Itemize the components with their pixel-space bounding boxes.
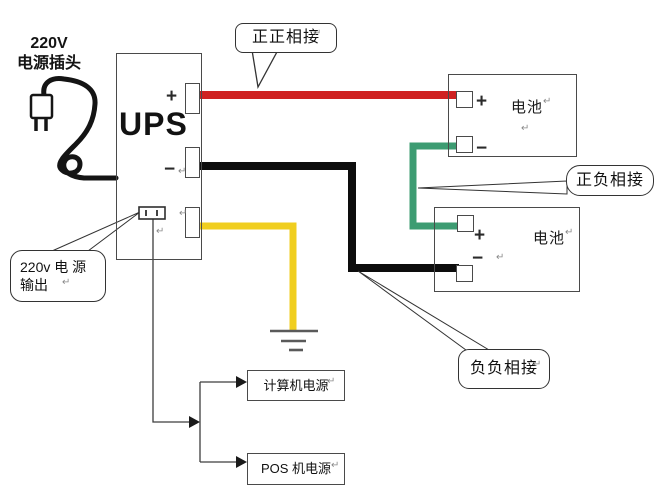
black-negative-wire (199, 162, 459, 272)
battery2-plus-sign: + (474, 225, 486, 246)
plug-title-line2: 电源插头 (16, 55, 81, 72)
ups-label: UPS (119, 106, 188, 142)
return-mark: ↵ (327, 376, 336, 387)
callout-pos-neg-text: 正负相接 (575, 172, 644, 189)
pos-machine-power-box: POS 机电源 (247, 453, 345, 485)
battery1-box (448, 74, 577, 157)
return-mark: ↵ (565, 227, 574, 238)
return-mark: ↵ (179, 208, 188, 219)
callout-pos-neg: 正负相接 (566, 165, 654, 196)
return-mark: ↵ (313, 28, 322, 39)
battery2-box (434, 207, 580, 292)
callout-pos-pos: 正正相接 (235, 23, 337, 53)
return-mark: ↵ (521, 123, 530, 134)
pos-pos-callout-tail (251, 49, 280, 89)
return-mark: ↵ (533, 359, 542, 370)
return-mark: ↵ (62, 277, 71, 288)
ups-terminal-negative (185, 147, 200, 178)
computer-power-label: 计算机电源 (263, 378, 329, 393)
callout-output: 220v 电 源 输出 (10, 250, 106, 302)
ups-terminal-ground (185, 207, 200, 238)
return-mark: ↵ (331, 460, 340, 471)
return-mark: ↵ (496, 252, 505, 263)
callout-pos-pos-text: 正正相接 (251, 29, 320, 46)
callout-output-line2: 输出 (20, 277, 48, 293)
battery2-terminal-negative (456, 265, 473, 282)
battery2-minus-sign: − (472, 248, 484, 269)
battery2-terminal-positive (457, 215, 474, 232)
ups-terminal-positive (185, 83, 200, 114)
ground-symbol (270, 329, 318, 352)
green-series-wire (409, 142, 460, 230)
pos-neg-callout-tail (417, 180, 568, 195)
plug-title-line1: 220V (30, 35, 68, 52)
yellow-ground-wire (199, 222, 297, 331)
computer-power-box: 计算机电源 (247, 370, 345, 401)
ups-minus-sign: − (164, 159, 176, 180)
battery2-label: 电池 (533, 230, 566, 247)
pos-arrowhead (236, 456, 247, 468)
branch-arrowhead-middle (189, 416, 200, 428)
computer-arrowhead (236, 376, 247, 388)
battery1-plus-sign: + (476, 91, 488, 112)
plug-icon (29, 93, 54, 120)
ups-plus-sign: + (166, 86, 178, 107)
callout-output-line1: 220v 电 源 (20, 259, 87, 275)
callout-neg-neg-text: 负负相接 (469, 360, 538, 377)
return-mark: ↵ (156, 226, 165, 237)
power-cord-wire (41, 76, 119, 181)
ups-box (116, 53, 202, 260)
battery1-terminal-negative (456, 136, 473, 153)
return-mark: ↵ (178, 166, 187, 177)
outlet-drop-line (152, 219, 189, 423)
battery1-minus-sign: − (476, 138, 488, 159)
battery1-label: 电池 (511, 99, 544, 116)
return-mark: ↵ (543, 96, 552, 107)
battery1-terminal-positive (456, 91, 473, 108)
callout-neg-neg: 负负相接 (458, 349, 550, 389)
plug-title: 220V 电源插头 (6, 34, 92, 74)
pos-machine-power-label: POS 机电源 (260, 461, 332, 476)
